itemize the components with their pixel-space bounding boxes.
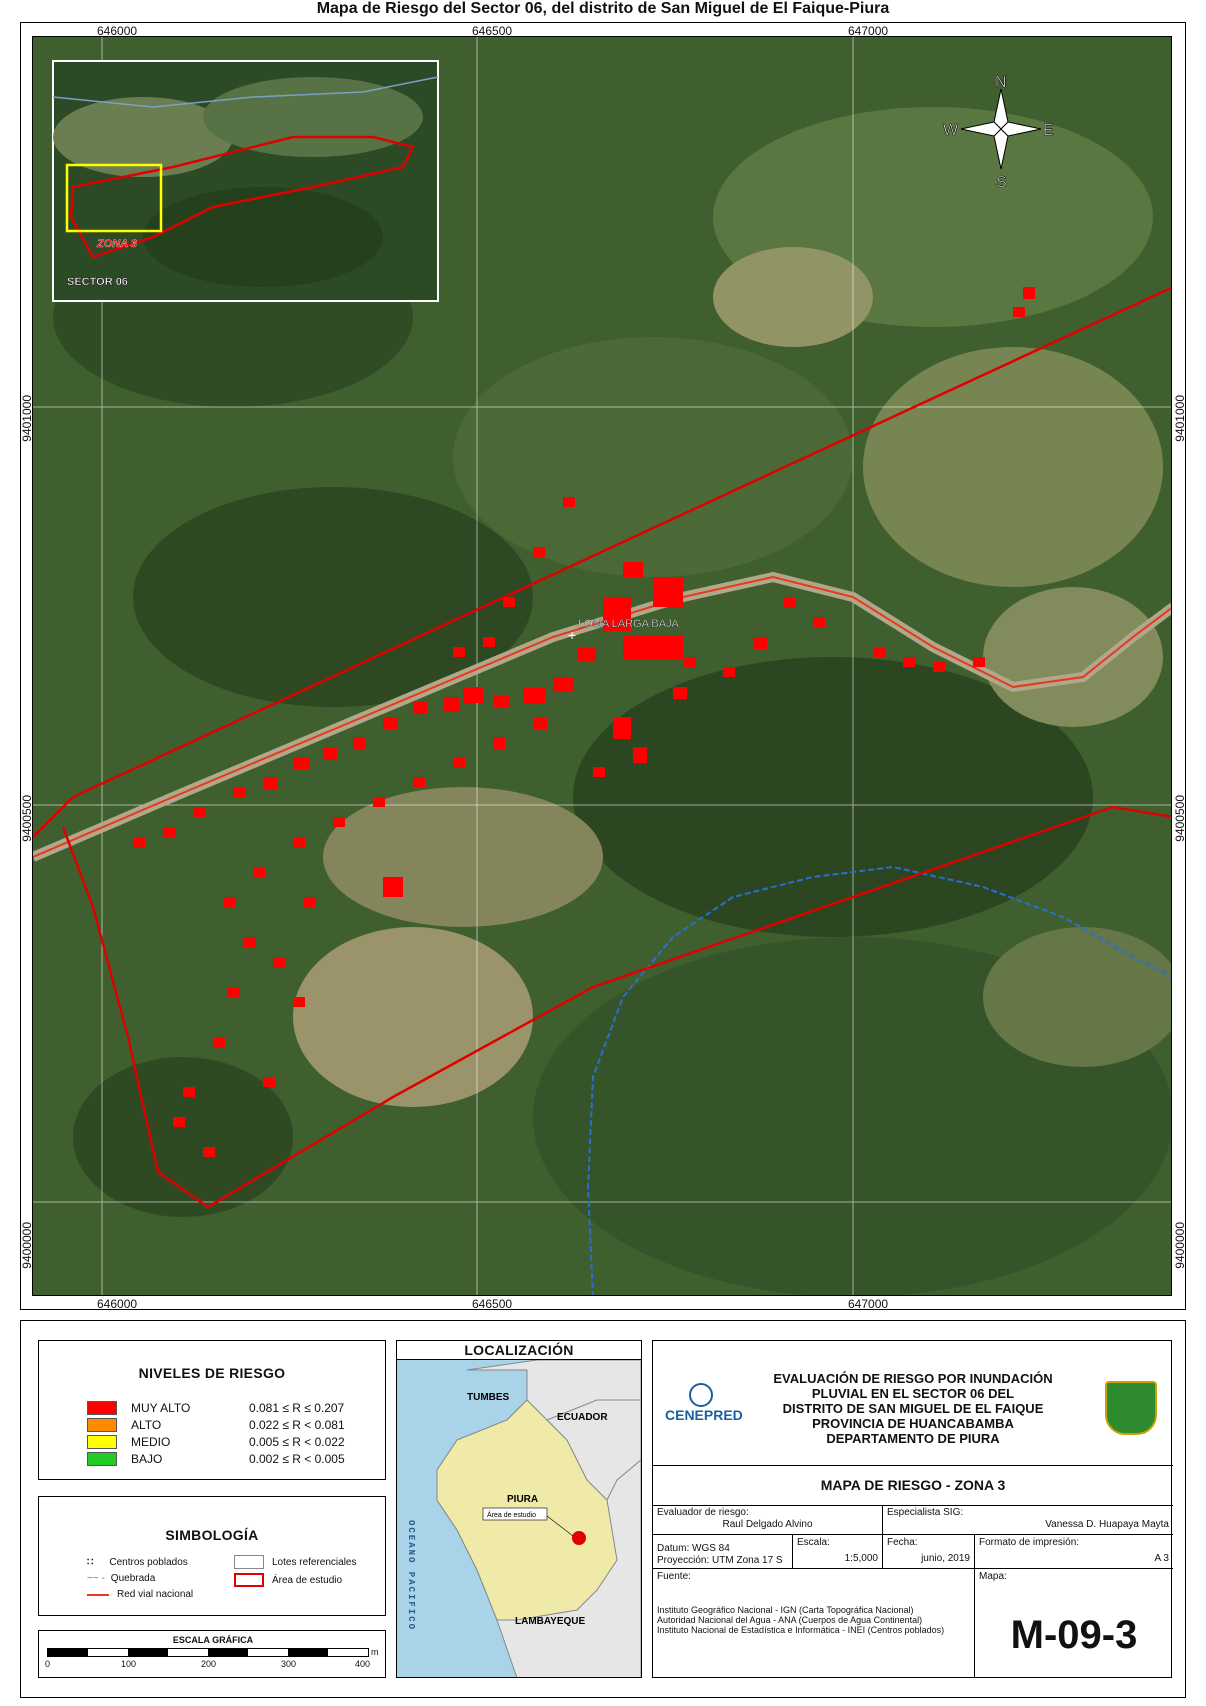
legend-swatch — [87, 1452, 117, 1466]
title-block: CENEPRED EVALUACIÓN DE RIESGO POR INUNDA… — [652, 1340, 1173, 1678]
localizacion-panel: LOCALIZACIÓN TUMBES ECUADOR PIURA Área d… — [396, 1340, 642, 1678]
legend-swatch — [87, 1435, 117, 1449]
scale-tick: 400 — [355, 1659, 371, 1669]
y-tick-right: 9401000 — [1173, 395, 1187, 442]
cenepred-logo-icon — [689, 1383, 713, 1407]
map-name: MAPA DE RIESGO - ZONA 3 — [653, 1465, 1173, 1506]
legend-title: NIVELES DE RIESGO — [138, 1365, 286, 1381]
area-estudio-label: Área de estudio — [487, 1510, 536, 1519]
legend-range: 0.002 ≤ R < 0.005 — [249, 1452, 345, 1466]
compass-n: N — [995, 74, 1007, 91]
scale-tick: 0 — [45, 1659, 51, 1669]
legend-label: BAJO — [131, 1452, 163, 1466]
mapa-code: M-09-3 — [1010, 1613, 1138, 1657]
legend-label: MUY ALTO — [131, 1401, 191, 1415]
map-grid — [33, 37, 1171, 1295]
area-estudio-icon — [234, 1573, 264, 1587]
simbologia-panel: SIMBOLOGÍA ∷Centros poblados ~~ -Quebrad… — [38, 1496, 386, 1616]
scale-bar-panel: ESCALA GRÁFICA 0 100 200 300 400 m — [38, 1630, 386, 1678]
scale-tick: 100 — [121, 1659, 137, 1669]
legend-item: BAJO — [87, 1452, 162, 1466]
page-heading: Mapa de Riesgo del Sector 06, del distri… — [316, 0, 890, 17]
title-text: EVALUACIÓN DE RIESGO POR INUNDACIÓN PLUV… — [773, 1371, 1053, 1446]
fuente-cell: Fuente: Instituto Geográfico Nacional - … — [653, 1569, 975, 1677]
inset-zona-label: ZONA 3 — [96, 238, 137, 250]
ocean-label: OCEANO PACIFICO — [406, 1520, 416, 1631]
compass-w: W — [943, 122, 959, 139]
x-tick-bottom: 646000 — [97, 1297, 138, 1311]
legend-range: 0.005 ≤ R < 0.022 — [249, 1435, 345, 1449]
scale-tick: 200 — [201, 1659, 217, 1669]
lambayeque-label: LAMBAYEQUE — [515, 1616, 586, 1627]
inset-sector-label: SECTOR 06 — [67, 276, 128, 288]
compass-rose: N S E W — [943, 74, 1054, 192]
legend-niveles-riesgo: NIVELES DE RIESGO MUY ALTO 0.081 ≤ R ≤ 0.… — [38, 1340, 386, 1480]
legend-range: 0.081 ≤ R ≤ 0.207 — [249, 1401, 345, 1415]
scale-bar-title: ESCALA GRÁFICA — [172, 1635, 254, 1645]
formato-cell: Formato de impresión: A 3 — [975, 1535, 1173, 1569]
compass-s: S — [996, 174, 1007, 191]
place-label: LOMA LARGA BAJA — [578, 618, 680, 630]
x-tick-top: 646000 — [97, 24, 138, 38]
regional-shield-icon — [1105, 1381, 1157, 1435]
centros-poblados-item: ∷Centros poblados — [87, 1557, 188, 1568]
legend-label: MEDIO — [131, 1435, 171, 1449]
legend-item: MUY ALTO — [87, 1401, 190, 1415]
red-vial-item: Red vial nacional — [87, 1589, 193, 1600]
localizacion-title: LOCALIZACIÓN — [397, 1341, 641, 1360]
terrain-patches — [53, 107, 1171, 1295]
legend-swatch — [87, 1418, 117, 1432]
x-tick-bottom: 647000 — [848, 1297, 889, 1311]
legend-label: ALTO — [131, 1418, 162, 1432]
compass-e: E — [1043, 122, 1054, 139]
quebrada — [586, 865, 1171, 1295]
escala-cell: Escala: 1:5,000 — [793, 1535, 883, 1569]
legend-item: ALTO — [87, 1418, 161, 1432]
legend-item: MEDIO — [87, 1435, 170, 1449]
y-tick-right: 9400500 — [1173, 795, 1187, 842]
legend-swatch — [87, 1401, 117, 1415]
evaluador-cell: Evaluador de riesgo: Raul Delgado Alvino — [653, 1505, 883, 1535]
centros-poblados-icon: ∷ — [87, 1557, 94, 1568]
lotes-item: Lotes referenciales — [234, 1555, 357, 1569]
inset-map: ZONA 3 SECTOR 06 — [52, 60, 439, 302]
mapa-cell: Mapa: M-09-3 — [975, 1569, 1173, 1677]
area-de-estudio — [33, 286, 1171, 1209]
datum-cell: Datum: WGS 84 Proyección: UTM Zona 17 S — [653, 1535, 793, 1569]
simbologia-title: SIMBOLOGÍA — [165, 1527, 259, 1543]
layout-footer — [20, 1320, 1186, 1698]
y-tick-right: 9400000 — [1173, 1222, 1187, 1269]
scale-tick: 300 — [281, 1659, 297, 1669]
lotes-icon — [234, 1555, 264, 1569]
localizacion-map: TUMBES ECUADOR PIURA Área de estudio LAM… — [397, 1359, 641, 1677]
quebrada-icon: ~~ - — [87, 1573, 105, 1584]
tumbes-label: TUMBES — [467, 1392, 510, 1403]
scale-bar — [47, 1648, 369, 1657]
piura-label: PIURA — [507, 1494, 538, 1505]
area-estudio-item: Área de estudio — [234, 1573, 342, 1587]
cenepred-logo: CENEPRED — [665, 1383, 743, 1423]
map-canvas: LOMA LARGA BAJA + N S E W ZONA 3 SECTOR … — [33, 37, 1171, 1295]
legend-range: 0.022 ≤ R < 0.081 — [249, 1418, 345, 1432]
centro-poblado-marker: + — [568, 627, 576, 643]
satellite-map[interactable]: LOMA LARGA BAJA + N S E W ZONA 3 SECTOR … — [32, 36, 1172, 1296]
scale-unit: m — [371, 1647, 379, 1657]
especialista-cell: Especialista SIG: Vanessa D. Huapaya May… — [883, 1505, 1173, 1535]
fecha-cell: Fecha: junio, 2019 — [883, 1535, 975, 1569]
x-tick-bottom: 646500 — [472, 1297, 513, 1311]
red-vial-nacional — [33, 575, 1171, 858]
quebrada-item: ~~ -Quebrada — [87, 1573, 156, 1584]
x-tick-top: 647000 — [848, 24, 889, 38]
red-vial-icon — [87, 1593, 109, 1596]
ecuador-label: ECUADOR — [557, 1412, 608, 1423]
x-tick-top: 646500 — [472, 24, 513, 38]
lotes-muy-alto — [133, 287, 1035, 1157]
title-header: CENEPRED EVALUACIÓN DE RIESGO POR INUNDA… — [653, 1341, 1173, 1466]
